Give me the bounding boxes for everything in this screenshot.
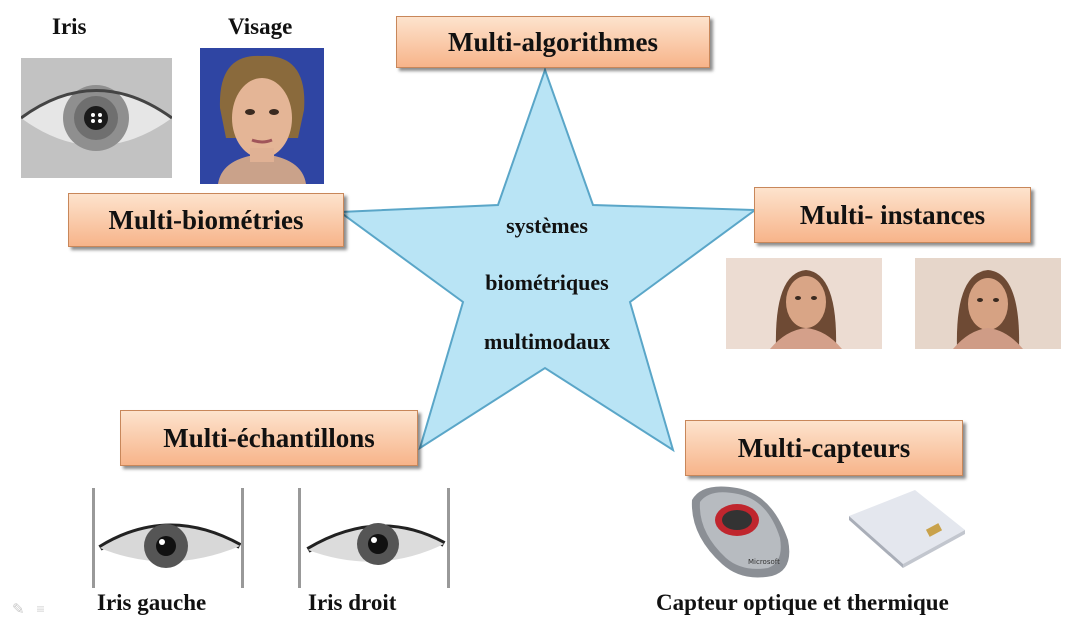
optical-sensor-photo: Microsoft — [682, 480, 800, 582]
box-multi-biometries: Multi-biométries — [68, 193, 344, 247]
right-eye-photo — [298, 488, 450, 588]
box-multi-capteurs: Multi-capteurs — [685, 420, 963, 476]
caption-iris: Iris — [52, 14, 87, 39]
caption-visage: Visage — [228, 14, 293, 39]
box-multi-echantillons: Multi-échantillons — [120, 410, 418, 466]
caption-capteur: Capteur optique et thermique — [656, 590, 949, 615]
caption-iris-droit: Iris droit — [308, 590, 397, 615]
caption-iris-gauche: Iris gauche — [97, 590, 207, 615]
box-multi-instances: Multi- instances — [754, 187, 1031, 243]
left-eye-photo — [92, 488, 244, 588]
instance-face-photo-2 — [915, 258, 1061, 349]
face-photo — [200, 48, 324, 184]
sensor-brand-label: Microsoft — [748, 558, 780, 566]
star-text-line1: systèmes — [506, 213, 588, 238]
menu-icon[interactable]: ≡ — [36, 602, 45, 618]
box-multi-algorithmes: Multi-algorithmes — [396, 16, 710, 68]
star-text-line2: biométriques — [485, 270, 609, 295]
thermal-sensor-photo — [845, 486, 969, 568]
pen-icon[interactable]: ✎ — [12, 602, 25, 618]
star-text-line3: multimodaux — [484, 329, 610, 354]
iris-photo — [21, 58, 172, 178]
instance-face-photo-1 — [726, 258, 882, 349]
slideshow-toolbar: ✎ ≡ — [12, 600, 45, 619]
